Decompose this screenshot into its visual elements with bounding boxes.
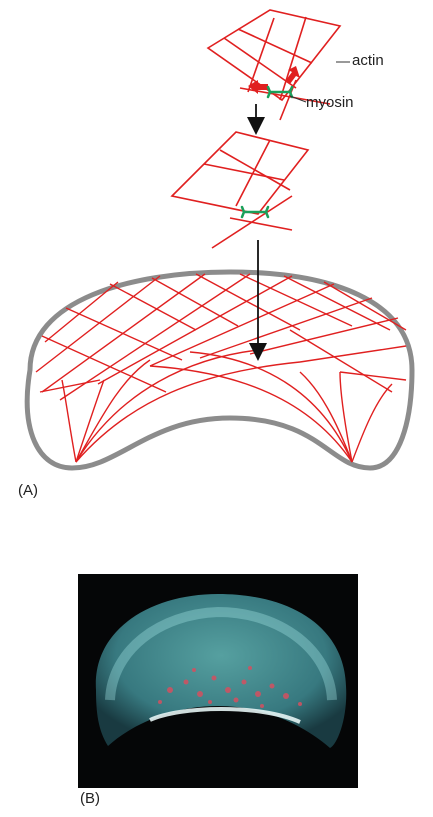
actin-label: actin (352, 52, 384, 69)
actin-mesh-middle (172, 132, 308, 248)
myosin-motor-middle (242, 207, 268, 217)
panel-a-label: (A) (18, 482, 38, 499)
cell-outline (27, 272, 412, 468)
fluorescence-micrograph (78, 574, 358, 788)
myosin-label: myosin (306, 94, 354, 111)
panel-b-label: (B) (80, 790, 100, 807)
